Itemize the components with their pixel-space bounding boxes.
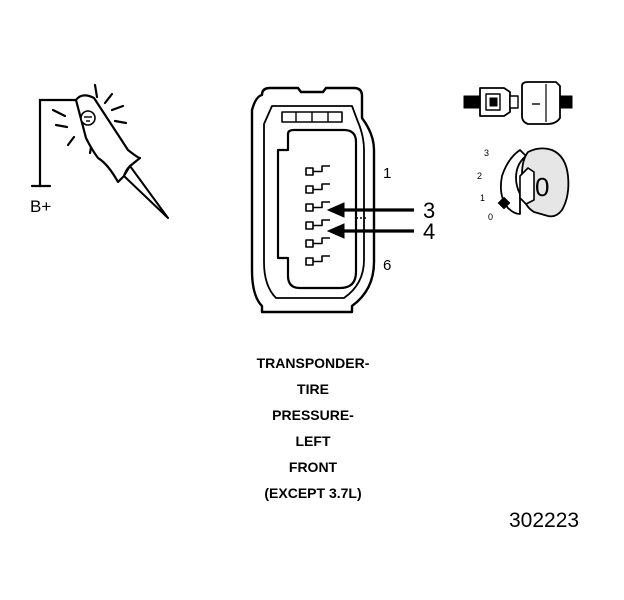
connector-face-diagram (250, 86, 376, 314)
callout-arrows (326, 202, 414, 239)
caption-line-5: FRONT (288, 459, 338, 475)
caption-line-4: LEFT (295, 433, 331, 449)
ignition-position-2: 2 (477, 171, 483, 181)
pin-6-label: 6 (383, 257, 392, 274)
ignition-key-icon (497, 147, 570, 218)
caption-line-3: PRESSURE- (272, 407, 354, 423)
test-lamp-icon (30, 83, 169, 219)
callout-3-label: 3 (423, 198, 436, 223)
key-position-label: 0 (535, 172, 550, 202)
ignition-position-1: 1 (480, 193, 486, 203)
pin-1-label: 1 (383, 165, 392, 182)
caption-line-6: (EXCEPT 3.7L) (264, 485, 362, 501)
disconnect-connector-icon (463, 81, 573, 125)
caption-line-2: TIRE (297, 381, 329, 397)
ignition-position-3: 3 (484, 148, 490, 158)
callout-4-label: 4 (423, 219, 436, 244)
ignition-position-0: 0 (488, 212, 494, 222)
supply-voltage-label: B+ (30, 197, 52, 216)
caption-line-1: TRANSPONDER- (256, 355, 370, 371)
figure-number: 302223 (509, 509, 580, 532)
